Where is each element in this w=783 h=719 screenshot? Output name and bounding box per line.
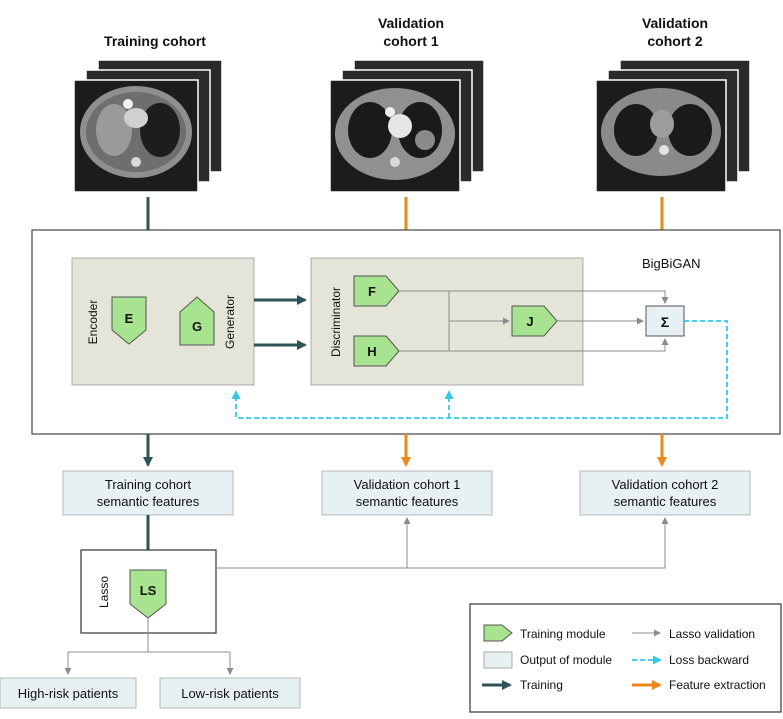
- training-ct-stack: [73, 59, 223, 193]
- bigbigan-title: BigBiGAN: [642, 256, 701, 271]
- validation-cohort-1-title-line2: cohort 1: [383, 33, 438, 49]
- training-features-box: [62, 470, 234, 516]
- high-risk-label: High-risk patients: [18, 686, 119, 701]
- module-h-label: H: [367, 344, 376, 359]
- discriminator-connectors: [399, 290, 669, 352]
- high-risk-box: [0, 677, 137, 709]
- module-g-label: G: [192, 319, 202, 334]
- module-e-label: E: [125, 311, 134, 326]
- discriminator-module-j: [511, 305, 558, 337]
- validation-2-features-line2: semantic features: [614, 494, 717, 509]
- loss-backward-path: [231, 320, 728, 419]
- lasso-validation-connectors: [64, 517, 669, 675]
- encoder-module-e: [111, 296, 147, 345]
- module-ls-label: LS: [140, 583, 157, 598]
- validation-1-features-line2: semantic features: [356, 494, 459, 509]
- legend-output-of-module: Output of module: [520, 653, 612, 667]
- legend-feature-extraction: Feature extraction: [669, 678, 766, 692]
- low-risk-box: [159, 677, 301, 709]
- validation-2-ct-stack: [595, 59, 751, 193]
- lasso-label: Lasso: [97, 576, 111, 608]
- legend-box: [469, 603, 782, 713]
- training-features-line1: Training cohort: [105, 477, 192, 492]
- training-cohort-title: Training cohort: [104, 33, 206, 49]
- encoder-label: Encoder: [86, 300, 100, 345]
- validation-cohort-1-title-line1: Validation: [378, 15, 444, 31]
- lasso-module-ls: [129, 569, 167, 619]
- legend-output-swatch: [483, 651, 513, 669]
- low-risk-label: Low-risk patients: [181, 686, 279, 701]
- generator-module-g: [179, 296, 215, 346]
- validation-2-features-box: [579, 470, 751, 516]
- legend-loss-backward: Loss backward: [669, 653, 749, 667]
- legend-lasso-validation: Lasso validation: [669, 627, 755, 641]
- generator-label: Generator: [223, 295, 237, 349]
- discriminator-label: Discriminator: [329, 287, 343, 357]
- validation-cohort-2-title-line2: cohort 2: [647, 33, 702, 49]
- sum-box: [645, 305, 685, 337]
- legend-training-module: Training module: [520, 627, 606, 641]
- validation-1-features-line1: Validation cohort 1: [354, 477, 461, 492]
- discriminator-module-h: [353, 335, 400, 367]
- validation-1-features-box: [321, 470, 493, 516]
- discriminator-module-f: [353, 275, 400, 307]
- module-j-label: J: [526, 314, 533, 329]
- validation-1-ct-stack: [329, 59, 485, 193]
- validation-2-features-line1: Validation cohort 2: [612, 477, 719, 492]
- sum-symbol: Σ: [661, 314, 669, 330]
- validation-cohort-2-title-line1: Validation: [642, 15, 708, 31]
- encoder-generator-panel: [71, 257, 255, 386]
- training-features-line2: semantic features: [97, 494, 200, 509]
- legend-training: Training: [520, 678, 563, 692]
- legend-training-module-swatch: [483, 624, 513, 642]
- module-f-label: F: [368, 284, 376, 299]
